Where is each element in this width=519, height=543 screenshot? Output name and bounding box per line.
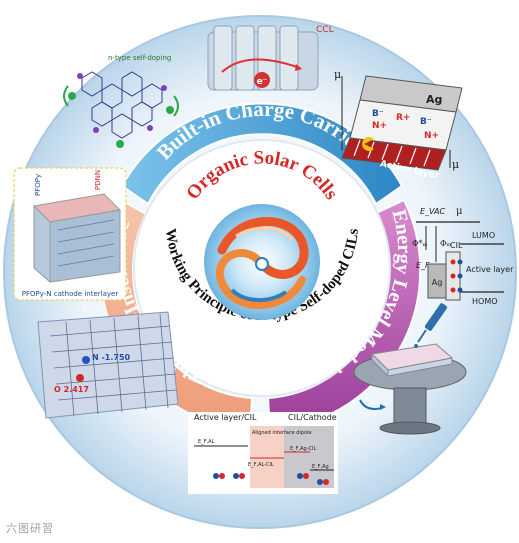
molecule-panel: n-type self-doping — [63, 54, 179, 148]
svg-text:Φ*ₘ: Φ*ₘ — [412, 239, 428, 248]
svg-text:B⁻: B⁻ — [372, 109, 384, 119]
svg-text:E_F,Ag-CIL: E_F,Ag-CIL — [290, 446, 316, 452]
rotation-arrow-icon — [359, 399, 383, 410]
interface-panel: Active layer/CIL CIL/Cathode Aligned int… — [188, 412, 338, 494]
svg-text:B⁻: B⁻ — [420, 117, 432, 127]
svg-text:E_F,AL: E_F,AL — [198, 439, 215, 445]
stack-panel: Ag Active layer B⁻ N+ R+ B⁻ N+ μ μ — [334, 68, 463, 181]
svg-text:E_F,AL-CIL: E_F,AL-CIL — [248, 462, 274, 468]
svg-text:CIL: CIL — [450, 241, 463, 250]
electron-icon — [254, 72, 270, 88]
svg-text:Aligned interface dipole: Aligned interface dipole — [252, 430, 312, 436]
crystal-n-label: N -1.750 — [92, 353, 131, 362]
ccl-label: CCL — [316, 25, 334, 35]
svg-text:Ag: Ag — [426, 93, 442, 106]
svg-text:R+: R+ — [396, 113, 410, 123]
crystal-o-label: O 2.417 — [54, 385, 89, 394]
svg-text:N+: N+ — [372, 121, 387, 131]
svg-text:e⁻: e⁻ — [257, 77, 268, 87]
svg-text:Ag: Ag — [432, 278, 443, 287]
spin-coater-panel — [353, 303, 467, 435]
svg-text:N+: N+ — [424, 131, 439, 141]
svg-text:μ: μ — [334, 68, 341, 81]
cathode-caption: PFOPy-N cathode interlayer — [22, 290, 119, 298]
watermark: 六图研習 — [6, 522, 54, 535]
center-swirl-image — [204, 204, 320, 320]
molecule-label: n-type self-doping — [108, 54, 171, 62]
crystal-panel: N -1.750 O 2.417 — [37, 311, 179, 419]
interface-right-title: CIL/Cathode — [288, 413, 337, 422]
pipette-icon — [414, 303, 448, 348]
svg-text:E_VAC: E_VAC — [420, 207, 445, 216]
svg-text:LUMO: LUMO — [472, 231, 495, 240]
cathode-panel: PFOPy PDNN PFOPy-N cathode interlayer — [13, 167, 127, 301]
pacman-icon — [362, 137, 374, 152]
svg-text:E_F,Ag: E_F,Ag — [312, 464, 329, 470]
svg-text:μ: μ — [456, 206, 463, 217]
energy-panel: E_VAC μ Φ*ₘ Φₘ E_F Ag CIL LUMO Active la… — [412, 206, 514, 306]
band-top — [120, 102, 404, 206]
svg-text:PFOPy: PFOPy — [34, 174, 42, 196]
svg-text:Active layer: Active layer — [466, 265, 514, 274]
interface-left-title: Active layer/CIL — [194, 413, 257, 422]
ccl-panel: e⁻ CCL — [207, 25, 334, 91]
svg-text:E_F: E_F — [416, 261, 430, 270]
svg-text:Φₘ: Φₘ — [440, 239, 452, 248]
svg-text:PDNN: PDNN — [94, 170, 102, 190]
svg-text:HOMO: HOMO — [472, 297, 498, 306]
svg-text:μ: μ — [452, 158, 459, 171]
